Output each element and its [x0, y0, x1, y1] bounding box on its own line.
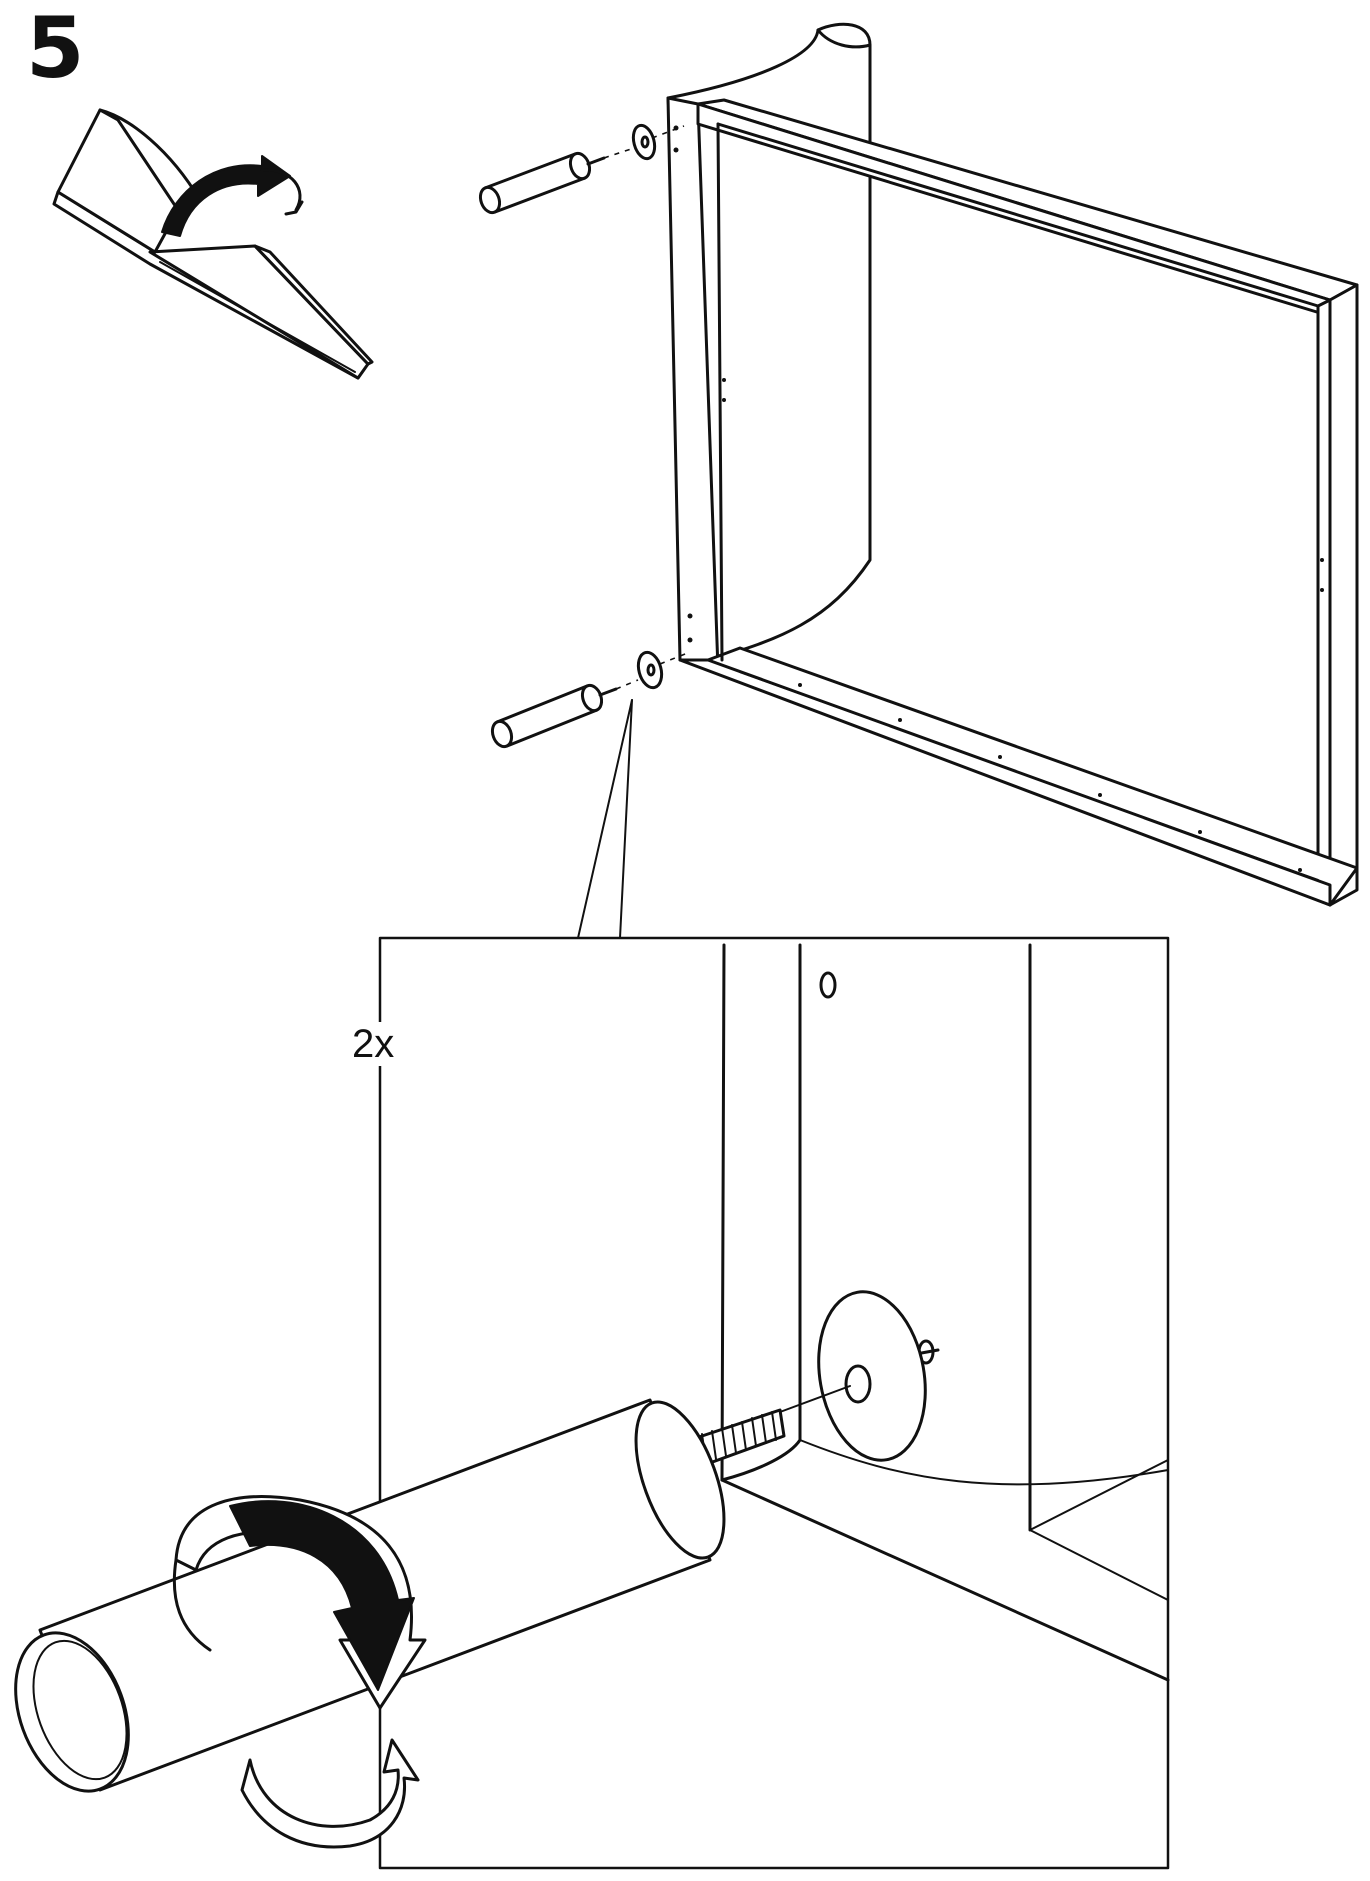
- upper-leg: [478, 145, 641, 215]
- callout-leader: [577, 699, 633, 939]
- lower-leg: [490, 679, 639, 749]
- lower-washer: [636, 650, 691, 690]
- flip-over-thumbnail: [52, 108, 374, 380]
- quantity-label: 2x: [348, 1022, 399, 1066]
- step-number: 5: [26, 0, 85, 97]
- screw-rotation-arrow-icon: [172, 1495, 427, 1849]
- frame-assembly: [666, 22, 1359, 907]
- upper-washer: [631, 123, 685, 161]
- flip-over-arrow-icon: [161, 155, 304, 237]
- detail-callout: [378, 936, 1170, 1870]
